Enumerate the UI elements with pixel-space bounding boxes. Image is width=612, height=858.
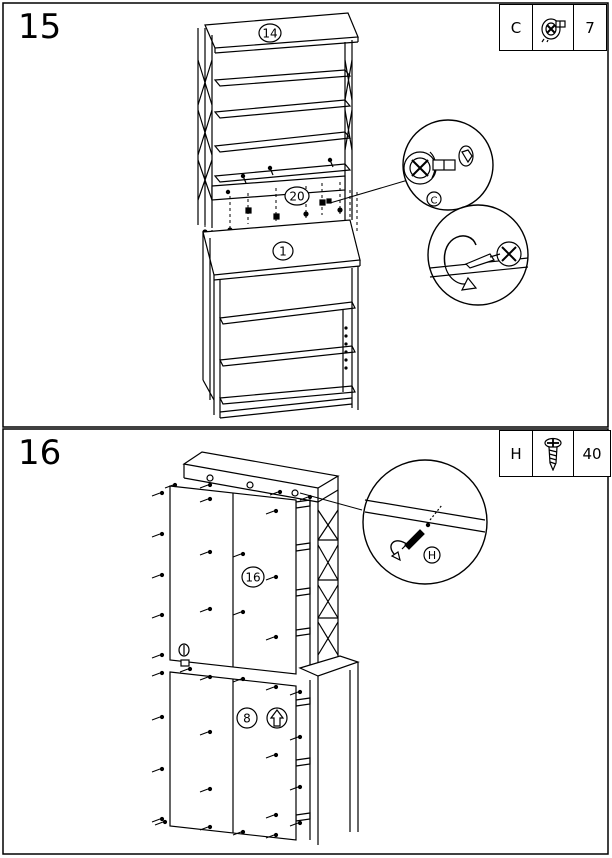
svg-text:14: 14: [262, 27, 277, 41]
step-15-detail-turn-cam: [427, 204, 529, 306]
step-16-hutch-top: [182, 451, 340, 503]
step-15-part-letter: C: [510, 18, 522, 37]
svg-text:8: 8: [243, 712, 251, 726]
callout-part-14: 14: [258, 23, 282, 43]
svg-text:16: 16: [245, 571, 260, 585]
step-16-frame: [2, 428, 609, 855]
callout-part-20: 20: [284, 186, 310, 206]
callout-part-16: 16: [241, 566, 265, 588]
step-16-part-qty: 40: [573, 431, 610, 476]
step-15-detail-cam-lock: C: [402, 119, 494, 211]
step-15-frame: [2, 2, 609, 428]
step-16-up-arrow-icon: [266, 707, 288, 729]
step-16-upper-back-panel: [169, 485, 297, 675]
step-16-right-side-frame: [295, 490, 339, 668]
step-16-lower-cabinet: [295, 655, 360, 845]
cam-lock-fitting-icon: [532, 5, 573, 50]
step-15-detail-label: C: [431, 196, 438, 207]
svg-text:1: 1: [279, 245, 287, 259]
step-16-detail-screw: H: [362, 459, 488, 585]
svg-text:20: 20: [289, 190, 304, 204]
step-15-parts-box: C 7: [499, 4, 607, 51]
step-16-detail-label: H: [428, 549, 436, 562]
callout-part-8: 8: [236, 707, 258, 729]
callout-part-1: 1: [272, 241, 294, 261]
step-15-part-qty: 7: [573, 5, 606, 50]
screw-icon: [532, 431, 573, 476]
step-16-number: 16: [18, 433, 62, 473]
step-16-part-letter: H: [510, 444, 522, 463]
step-15-number: 15: [18, 7, 62, 47]
step-16-parts-box: H 40: [499, 430, 611, 477]
step-15-upper-hutch-shelf: [197, 12, 359, 228]
step-16-screw-markers: [151, 482, 313, 839]
step-16-lower-back-panel: [169, 671, 297, 841]
